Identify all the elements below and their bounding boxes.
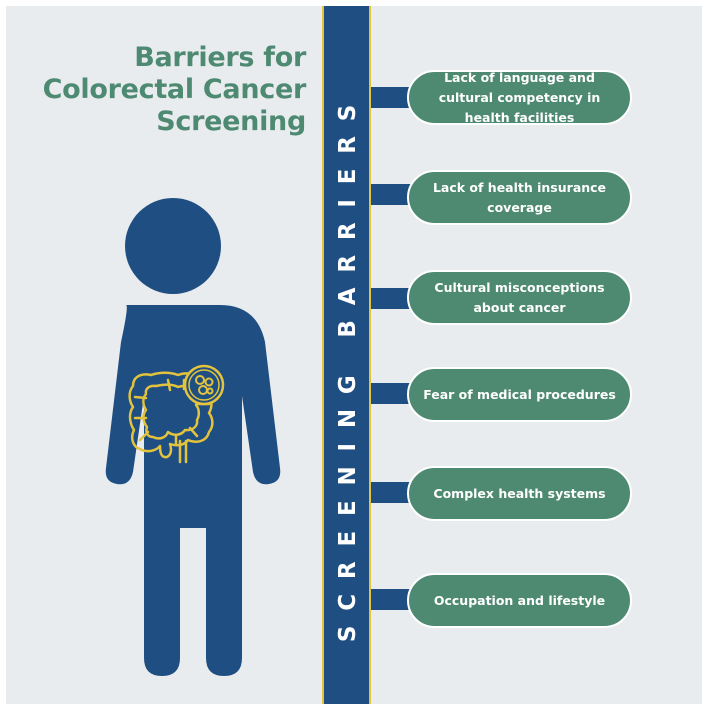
screening-barriers-bar: [322, 6, 371, 704]
person-body: [105, 305, 281, 676]
barrier-fear-of-procedures: Fear of medical procedures: [407, 367, 632, 422]
title-line-2: Colorectal Cancer: [42, 74, 307, 105]
title-line-1: Barriers for: [134, 42, 306, 73]
person-head: [125, 198, 221, 294]
barrier-cultural-misconceptions: Cultural misconceptions about cancer: [407, 270, 632, 325]
page-title: Barriers for Colorectal Cancer Screening: [30, 42, 307, 138]
barrier-complex-health-systems: Complex health systems: [407, 466, 632, 521]
title-line-3: Screening: [156, 106, 306, 137]
barrier-connector: [371, 87, 411, 108]
screening-barriers-label: SCREENING BARRIERS: [335, 89, 361, 643]
barrier-connector: [371, 184, 411, 205]
barrier-connector: [371, 383, 411, 404]
barrier-language-competency: Lack of language and cultural competency…: [407, 70, 632, 125]
barrier-connector: [371, 589, 411, 610]
barrier-connector: [371, 482, 411, 503]
barrier-insurance-coverage: Lack of health insurance coverage: [407, 170, 632, 225]
barrier-occupation-lifestyle: Occupation and lifestyle: [407, 573, 632, 628]
barrier-connector: [371, 288, 411, 309]
tumor-icon: [183, 364, 225, 406]
